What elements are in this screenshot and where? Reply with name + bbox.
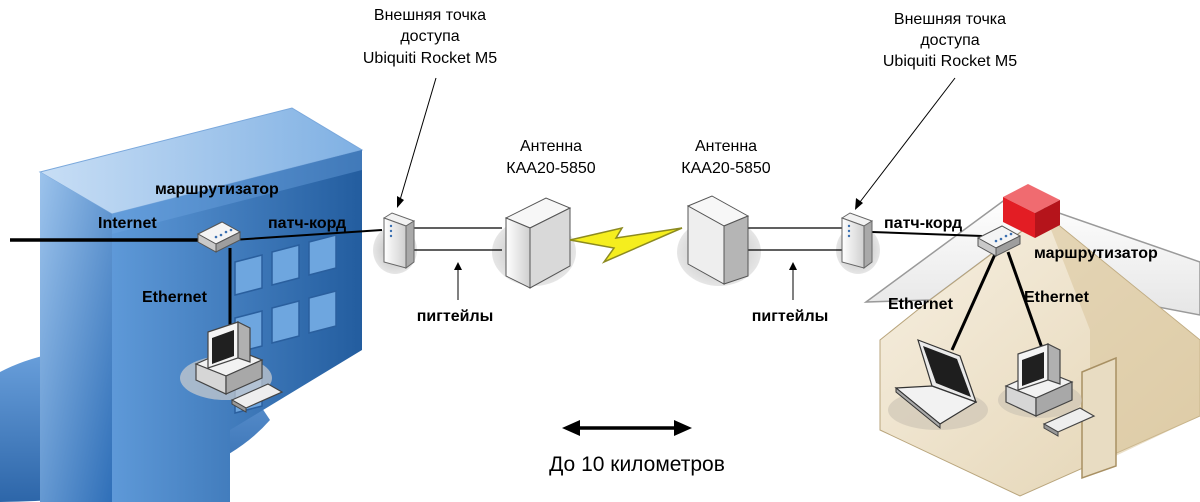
pointer-lines: [399, 77, 956, 300]
patch-cord-left-label: патч-корд: [268, 215, 346, 232]
pointer-arrowhead: [397, 196, 404, 208]
radio-link-lightning-icon: [569, 226, 683, 264]
access-point-right-line1: Внешняя точка: [894, 11, 1006, 28]
router-left-label: маршрутизатор: [155, 181, 279, 198]
ethernet-left-label: Ethernet: [142, 289, 208, 306]
antenna-right-line1: Антенна: [695, 138, 757, 155]
laptop-computer: [894, 339, 978, 430]
antenna-right-line2: КАА20-5850: [681, 160, 770, 177]
ethernet-right-left-label: Ethernet: [888, 296, 954, 313]
pointer-arrowhead: [855, 198, 863, 210]
access-point-right-line2: доступа: [920, 32, 979, 49]
desktop-computer-right: [1004, 343, 1096, 437]
access-point-left-line1: Внешняя точка: [374, 7, 486, 24]
router-right-label: маршрутизатор: [1034, 245, 1158, 262]
pigtail-left-label: пигтейлы: [417, 308, 494, 325]
distance-label: До 10 километров: [549, 453, 725, 476]
antenna-left-line2: КАА20-5850: [506, 160, 595, 177]
access-point-left: [382, 212, 416, 269]
access-point-right: [840, 212, 874, 269]
pointer-arrowhead: [454, 262, 462, 270]
internet-label: Internet: [98, 215, 157, 232]
chimney: [1003, 184, 1060, 238]
antenna-right: [686, 195, 750, 285]
patch-cord-right-label: патч-корд: [884, 215, 962, 232]
antenna-left-line1: Антенна: [520, 138, 582, 155]
cables: [10, 227, 1044, 351]
access-point-right-line3: Ubiquiti Rocket M5: [883, 53, 1017, 70]
router-left: [196, 221, 242, 253]
desktop-computer-left: [194, 321, 284, 413]
ethernet-right-right-label: Ethernet: [1024, 289, 1090, 306]
access-point-left-line2: доступа: [400, 28, 459, 45]
pointer-arrowhead: [789, 262, 797, 270]
pigtail-right-label: пигтейлы: [752, 308, 829, 325]
access-point-left-line3: Ubiquiti Rocket M5: [363, 50, 497, 67]
router-right: [976, 225, 1022, 257]
antenna-left: [504, 197, 572, 289]
distance-arrow: [562, 420, 692, 436]
